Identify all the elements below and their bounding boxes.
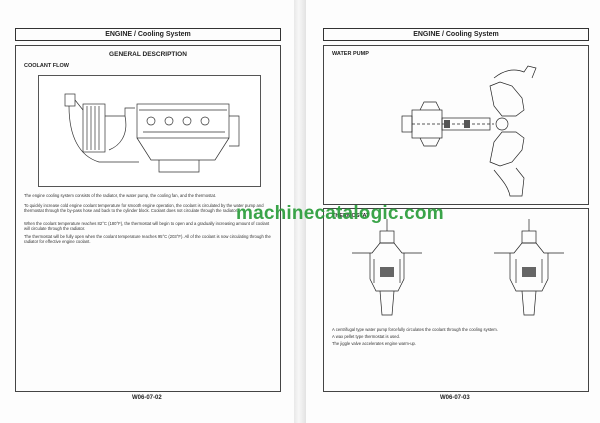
thermostat-note: A wax pellet type thermostat is used. — [332, 334, 400, 339]
right-page-number: W06-07-03 — [440, 395, 470, 401]
description-paragraph-3: When the coolant temperature reaches 82°… — [24, 221, 270, 232]
engine-illustration — [64, 93, 240, 173]
thermostat-label: THERMOSTAT — [332, 213, 370, 219]
section-title: GENERAL DESCRIPTION — [109, 51, 187, 58]
right-page-header: ENGINE / Cooling System — [323, 28, 589, 41]
jiggle-valve-note: The jiggle valve accelerates engine warm… — [332, 341, 417, 346]
thermostat-drawing — [352, 219, 564, 316]
water-pump-frame: WATER PUMP — [323, 45, 589, 205]
water-pump-drawing — [401, 65, 537, 197]
left-page: ENGINE / Cooling System GENERAL DESCRIPT… — [0, 0, 294, 423]
water-pump-label: WATER PUMP — [332, 51, 369, 57]
left-page-frame: GENERAL DESCRIPTION COOLANT FLOW — [15, 45, 281, 392]
description-paragraph-1: The engine cooling system consists of th… — [24, 193, 217, 198]
watermark-text: machinecatalogic.com — [236, 203, 444, 224]
description-paragraph-4: The thermostat will be fully open when t… — [24, 234, 271, 245]
description-paragraph-2: To quickly increase cold engine coolant … — [24, 203, 264, 214]
water-pump-note: A centrifugal type water pump forcefully… — [332, 327, 498, 332]
left-page-header: ENGINE / Cooling System — [15, 28, 281, 41]
right-page: ENGINE / Cooling System WATER PUMP TH — [306, 0, 600, 423]
thermostat-frame: THERMOSTAT A centrifugal type wa — [323, 208, 589, 392]
coolant-flow-label: COOLANT FLOW — [24, 63, 69, 69]
coolant-flow-diagram — [38, 75, 261, 187]
book-gutter — [294, 0, 306, 423]
left-page-number: W06-07-02 — [132, 395, 162, 401]
